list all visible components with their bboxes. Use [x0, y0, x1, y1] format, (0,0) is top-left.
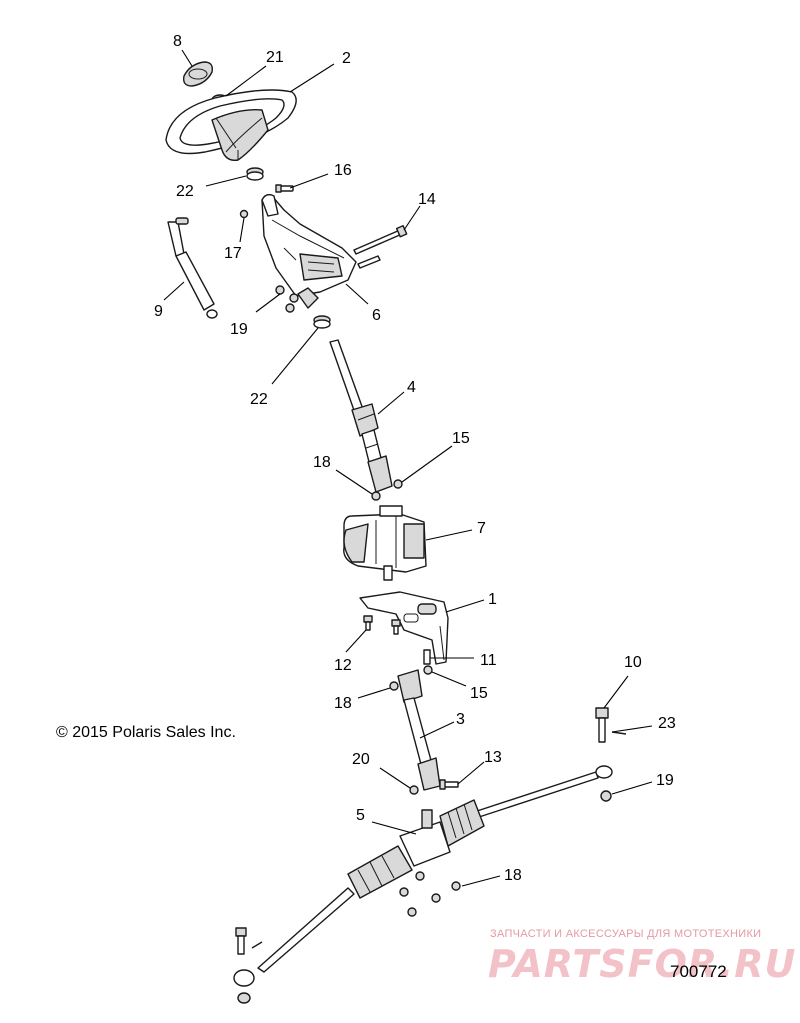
part-upper-shaft: [329, 339, 393, 493]
part-nut-18b: [389, 681, 399, 691]
callout-2: 2: [342, 50, 351, 67]
callout-23: 23: [658, 715, 676, 732]
callout-18-rack: 18: [504, 867, 522, 884]
part-bushing-lower: [313, 315, 331, 329]
callout-7: 7: [477, 520, 486, 537]
callout-5: 5: [356, 807, 365, 824]
part-bolt-15a: [393, 479, 403, 489]
callout-15-lower: 15: [470, 685, 488, 702]
callout-4: 4: [407, 379, 416, 396]
callout-19: 19: [230, 321, 248, 338]
part-bolt-13: [439, 779, 459, 790]
callout-19-right: 19: [656, 772, 674, 789]
part-bolts-12: [363, 615, 401, 635]
callout-3: 3: [456, 711, 465, 728]
callout-11: 11: [480, 652, 497, 669]
callout-22-lower: 22: [250, 391, 268, 408]
callout-1: 1: [488, 591, 497, 608]
part-lower-shaft: [397, 669, 441, 791]
part-screw-17: [239, 209, 249, 219]
part-bolt-15b: [423, 665, 433, 675]
part-bolt-10: [595, 707, 609, 743]
part-eps-unit: [343, 505, 427, 581]
part-nuts-18c: [399, 871, 461, 917]
callout-8: 8: [173, 33, 182, 50]
callout-21: 21: [266, 49, 284, 66]
part-bolt-tierod-left: [235, 927, 263, 955]
part-bushing-upper: [246, 167, 264, 181]
leader-lines: [163, 49, 653, 887]
part-pin-23: [611, 731, 627, 735]
part-bolt-11: [423, 649, 431, 665]
callout-14: 14: [418, 191, 436, 208]
part-nut-19b: [600, 790, 612, 802]
part-nuts-19a: [275, 285, 299, 313]
part-bolt-16: [275, 184, 294, 193]
part-gas-strut: [167, 217, 218, 319]
callout-20: 20: [352, 751, 370, 768]
callout-13: 13: [484, 749, 502, 766]
copyright-text: © 2015 Polaris Sales Inc.: [56, 724, 236, 741]
callout-22: 22: [176, 183, 194, 200]
callout-6: 6: [372, 307, 381, 324]
watermark-caption: ЗАПЧАСТИ И АКСЕССУАРЫ ДЛЯ МОТОТЕХНИКИ: [490, 928, 762, 940]
callout-10: 10: [624, 654, 642, 671]
part-eps-bracket: [359, 591, 449, 665]
part-column-bracket: [261, 193, 357, 309]
callout-numbers: 8 21 2 22 16 14 17 9 19 6 22 4 15 18 7 1…: [154, 33, 676, 884]
callout-18: 18: [313, 454, 331, 471]
part-horn-cap: [182, 61, 214, 87]
part-steering-wheel: [165, 89, 297, 161]
callout-17: 17: [224, 245, 242, 262]
watermark-logo: PARTSFOR.RU: [488, 942, 797, 986]
callout-12: 12: [334, 657, 352, 674]
callout-16: 16: [334, 162, 352, 179]
callout-9: 9: [154, 303, 163, 320]
part-steering-rack: [233, 765, 613, 1004]
part-nut-18a: [371, 491, 381, 501]
callout-18-mid: 18: [334, 695, 352, 712]
callout-15: 15: [452, 430, 470, 447]
part-nut-20: [409, 785, 419, 795]
part-long-bolts: [353, 225, 408, 269]
diagram-id: 700772: [670, 962, 727, 981]
